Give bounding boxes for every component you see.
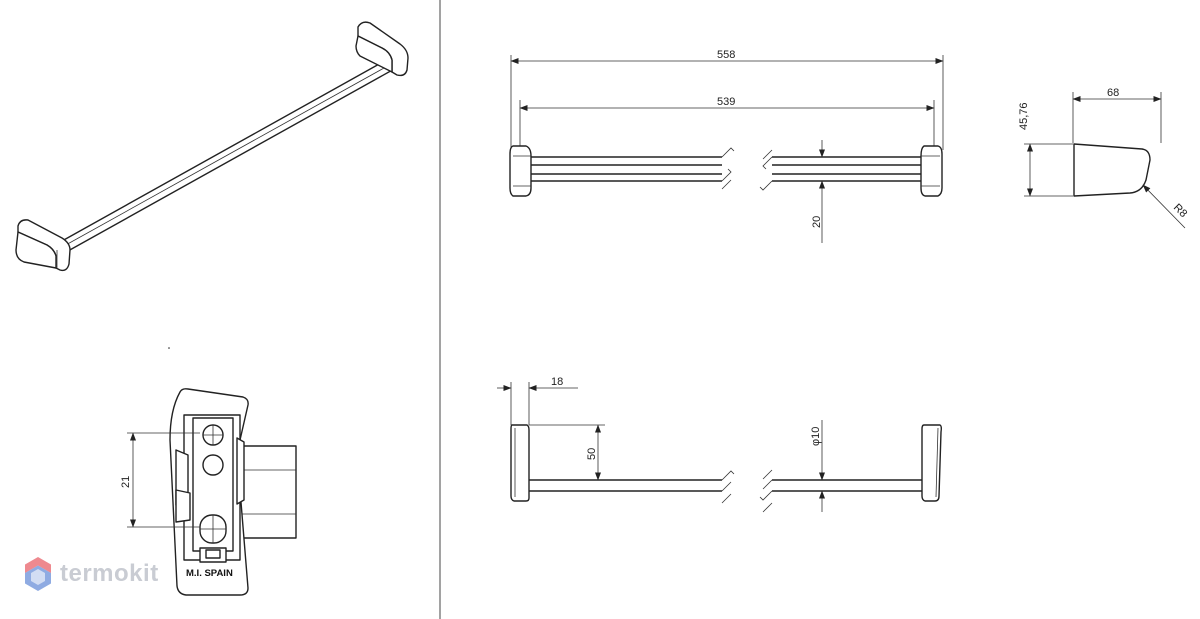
screw-spacing-label: 21 <box>120 476 132 488</box>
plate-thickness-label: 18 <box>551 376 563 388</box>
bracket-depth-label: 68 <box>1107 87 1119 99</box>
hexagon-logo-icon <box>25 557 51 591</box>
bar-height-label: 20 <box>811 216 823 228</box>
manufacturer-stamp: M.I. SPAIN <box>186 568 233 579</box>
overall-length-label: 558 <box>717 49 735 61</box>
top-view: 18 50 φ10 <box>497 376 943 513</box>
watermark-brand-text: termokit <box>60 560 159 587</box>
bar-diameter-label: φ10 <box>810 427 822 446</box>
front-view: 558 539 20 <box>509 49 944 243</box>
side-profile-view: 68 45,76 R8 <box>1018 87 1189 229</box>
wall-offset-label: 50 <box>586 448 598 460</box>
bracket-detail-view: M.I. SPAIN 21 <box>120 388 297 596</box>
bracket-height-label: 45,76 <box>1018 102 1030 130</box>
corner-radius-label: R8 <box>1171 202 1189 220</box>
stray-dot <box>168 347 170 349</box>
inner-length-label: 539 <box>717 96 735 108</box>
isometric-view <box>15 21 409 272</box>
